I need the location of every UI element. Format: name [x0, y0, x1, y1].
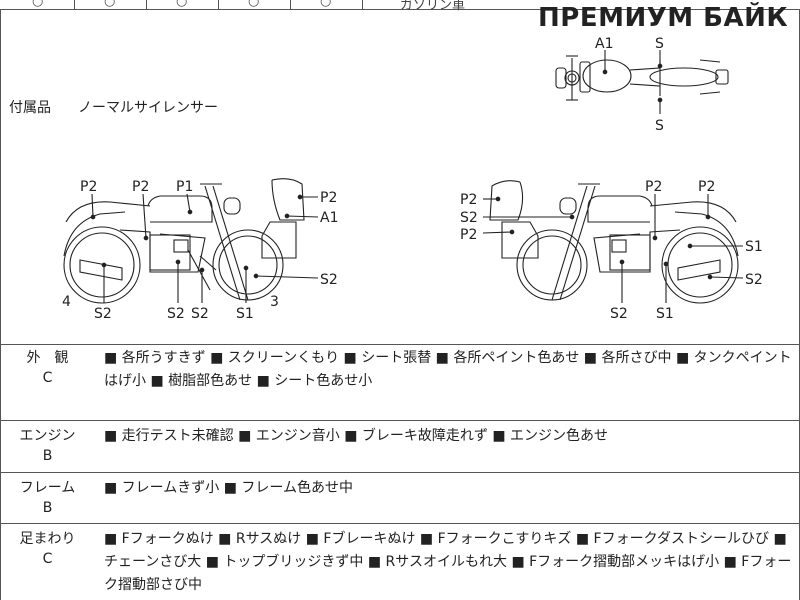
motorcycle-damage-diagram: A1 S S P2 P2 P1 P2 A1 S2 S2 S2 S2 S1 4 3… — [62, 36, 763, 322]
section-notes: ■ 各所うすきず ■ スクリーンくもり ■ シート張替 ■ 各所ペイント色あせ … — [104, 350, 792, 389]
accessories-value: ノーマルサイレンサー — [78, 100, 218, 116]
divider — [362, 0, 363, 9]
diagram-label: S1 — [745, 239, 763, 255]
diagram-label: S2 — [320, 272, 338, 288]
diagram-label: S2 — [745, 272, 763, 288]
table-left-border — [0, 9, 1, 600]
top-cell: ガソリン車 — [400, 0, 466, 13]
divider — [74, 0, 75, 9]
section-title: エンジン B — [0, 426, 95, 466]
row-border — [0, 523, 800, 524]
diagram-label: P1 — [176, 179, 193, 195]
row-border — [0, 420, 800, 421]
section-title-text: 外 観 — [26, 350, 69, 366]
left-view-motorcycle — [63, 178, 305, 304]
diagram-label: S1 — [236, 306, 254, 322]
top-view-motorcycle — [555, 55, 729, 101]
diagram-label: A1 — [595, 36, 613, 52]
leader-line — [255, 275, 319, 279]
diagram-label: P2 — [460, 192, 477, 208]
diagram-label: P2 — [320, 190, 337, 206]
divider — [218, 0, 219, 9]
top-cell: ○ — [248, 0, 260, 9]
section-title: 外 観 C — [0, 348, 95, 388]
diagram-label: S2 — [167, 306, 185, 322]
diagram-label: S2 — [460, 210, 478, 226]
top-cell: ○ — [104, 0, 116, 9]
top-cell: ○ — [176, 0, 188, 9]
divider — [146, 0, 147, 9]
diagram-label: S2 — [94, 306, 112, 322]
leader-line — [186, 193, 191, 213]
row-border — [0, 472, 800, 473]
top-strip-border — [0, 9, 800, 10]
watermark: ПРЕМИУМ БАЙК — [538, 3, 789, 33]
section-grade: B — [42, 448, 53, 464]
section-grade: B — [42, 500, 53, 516]
diagram-label: S — [655, 118, 664, 134]
section-notes: ■ フレームきず小 ■ フレーム色あせ中 — [104, 480, 353, 496]
section-title-text: フレーム — [19, 480, 76, 496]
leader-line — [482, 231, 513, 234]
section-title-text: エンジン — [19, 428, 76, 444]
section-title-text: 足まわり — [19, 531, 76, 547]
diagram-label: S — [655, 36, 664, 52]
diagram-label: A1 — [320, 210, 338, 226]
section-grade: C — [42, 551, 53, 567]
diagram-label: S2 — [610, 306, 628, 322]
diagram-label: P2 — [460, 227, 477, 243]
accessories-label: 付属品 — [9, 100, 51, 116]
section-grade: C — [42, 370, 53, 386]
diagram-label: P2 — [698, 179, 715, 195]
section-title: フレーム B — [0, 478, 95, 518]
divider — [290, 0, 291, 9]
leader-line — [709, 276, 744, 279]
diagram-label: P2 — [645, 179, 662, 195]
diagram-label: P2 — [80, 179, 97, 195]
leader-line — [91, 193, 94, 218]
section-notes: ■ Fフォークぬけ ■ Rサスぬけ ■ Fブレーキぬけ ■ Fフォークこすりキズ… — [104, 531, 792, 593]
diagram-label: 4 — [62, 294, 71, 310]
section-notes: ■ 走行テスト未確認 ■ エンジン音小 ■ ブレーキ故障走れず ■ エンジン色あ… — [104, 428, 609, 444]
top-cell: ○ — [32, 0, 44, 9]
diagram-label: S2 — [191, 306, 209, 322]
diagram-label: S1 — [656, 306, 674, 322]
row-border — [0, 344, 800, 345]
leader-line — [286, 215, 319, 218]
section-title: 足まわり C — [0, 529, 95, 569]
leader-line — [142, 193, 147, 239]
diagram-label: 3 — [270, 294, 279, 310]
right-view-motorcycle — [489, 180, 739, 304]
diagram-label: P2 — [132, 179, 149, 195]
top-cell: ○ — [320, 0, 332, 9]
